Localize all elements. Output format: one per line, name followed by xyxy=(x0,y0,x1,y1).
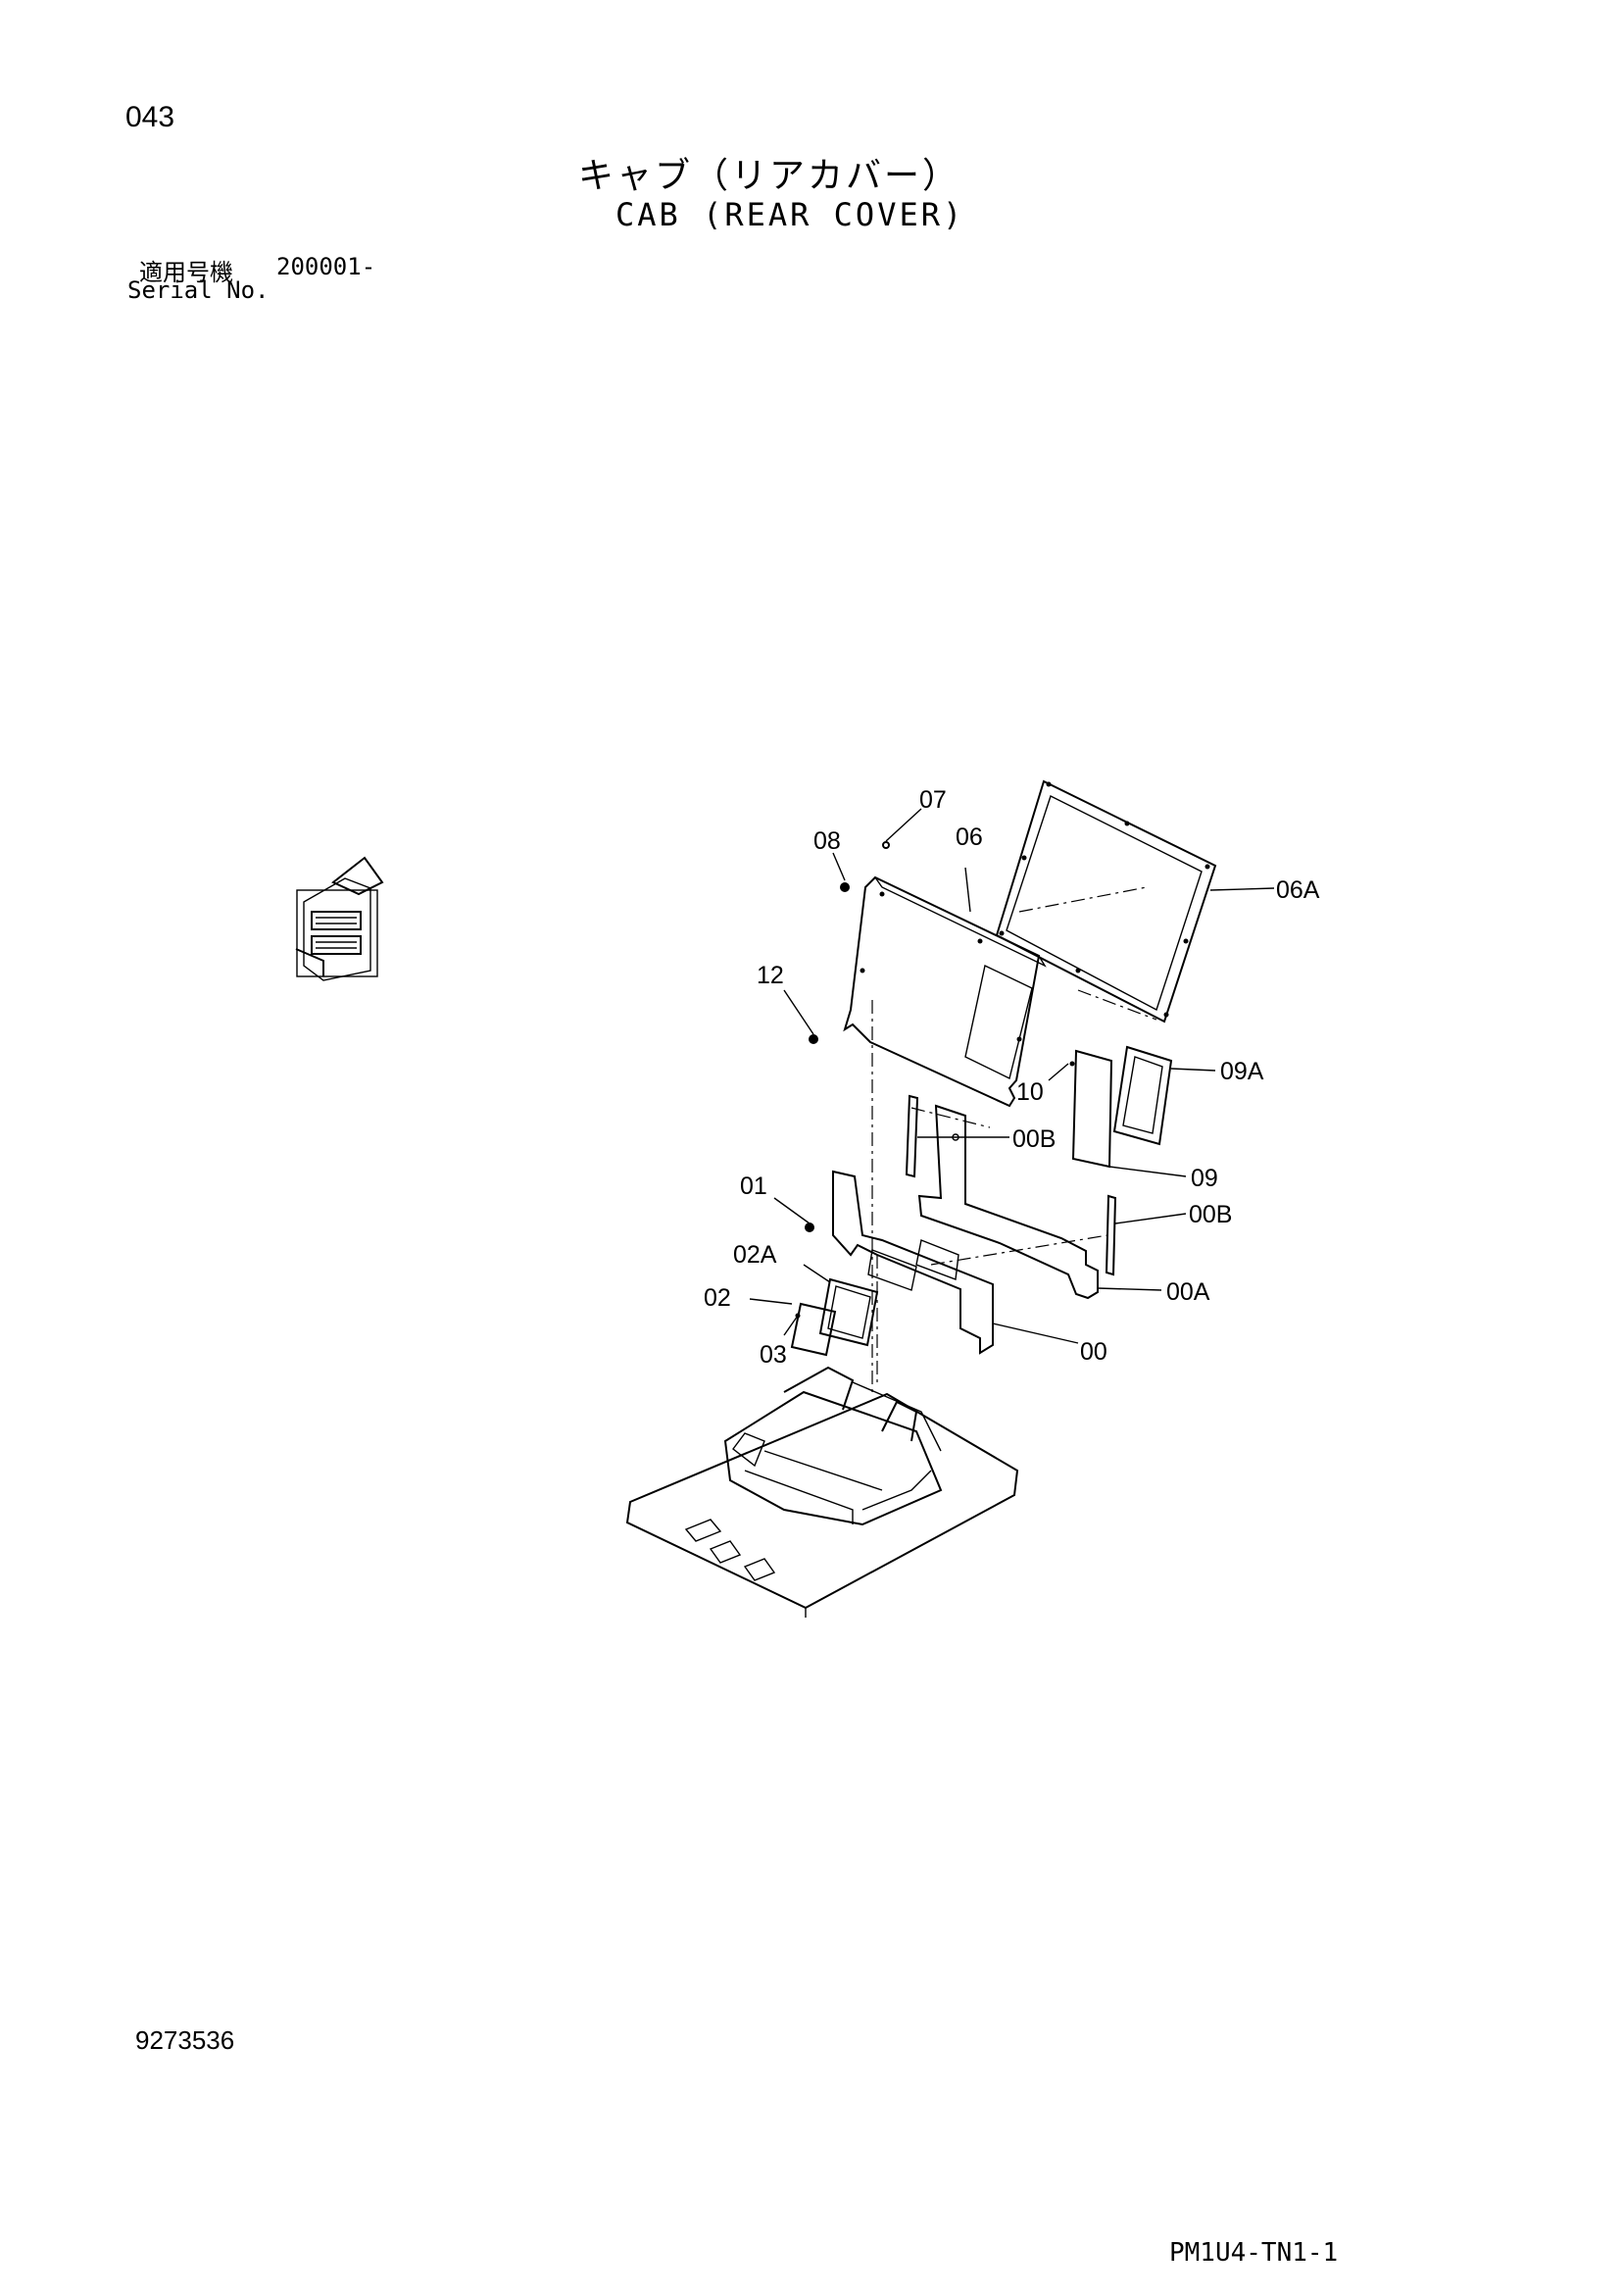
page-title-japanese: キャブ（リアカバー） xyxy=(578,156,961,196)
callout-00: 00 xyxy=(1080,1338,1107,1366)
callout-10: 10 xyxy=(1016,1078,1044,1106)
part-01-bolt xyxy=(805,1223,814,1232)
part-10-screw xyxy=(1069,1061,1075,1067)
serial-label-english: Serial No. xyxy=(127,276,270,304)
part-00-main-plate xyxy=(832,1170,994,1355)
callout-07: 07 xyxy=(919,786,947,814)
leader-lines xyxy=(749,808,1275,1344)
callout-00B-right: 00B xyxy=(1189,1201,1232,1228)
serial-number-value: 200001- xyxy=(276,253,376,280)
page-number: 043 xyxy=(125,101,175,133)
part-08-screw xyxy=(840,882,850,892)
document-number: 9273536 xyxy=(135,2025,235,2055)
part-09-plate xyxy=(1071,1049,1113,1169)
cab-floor-assembly xyxy=(625,1366,1019,1618)
callout-02: 02 xyxy=(704,1284,731,1312)
serial-label-japanese: 適用号機 xyxy=(139,259,233,286)
callout-09A: 09A xyxy=(1220,1058,1264,1085)
part-00B-strip-right xyxy=(1105,1194,1117,1276)
alignment-lines xyxy=(871,886,1157,1392)
callout-00A: 00A xyxy=(1166,1278,1210,1306)
part-00B-strip-left xyxy=(905,1094,919,1178)
callout-12: 12 xyxy=(757,962,784,989)
part-02A-gasket xyxy=(818,1277,879,1347)
page-code: PM1U4-TN1-1 xyxy=(1169,2238,1339,2268)
location-key-icon xyxy=(295,856,384,981)
callout-08: 08 xyxy=(813,827,841,855)
part-00A-bracket xyxy=(917,1104,1099,1300)
page-title-english: CAB (REAR COVER) xyxy=(615,196,965,233)
callout-01: 01 xyxy=(740,1173,767,1200)
part-02-plate xyxy=(790,1302,837,1357)
part-12-bolt xyxy=(809,1034,818,1044)
callout-06A: 06A xyxy=(1276,876,1320,904)
callout-02A: 02A xyxy=(733,1241,777,1269)
part-06A-frame-gasket xyxy=(995,779,1217,1023)
callout-06: 06 xyxy=(956,824,983,851)
callout-03: 03 xyxy=(760,1341,787,1369)
part-07-screw xyxy=(882,841,890,849)
callout-00B-top: 00B xyxy=(1012,1125,1056,1153)
callout-09: 09 xyxy=(1191,1165,1218,1192)
part-09A-gasket xyxy=(1112,1045,1173,1146)
part-06-rear-cover-panel xyxy=(843,875,1047,1108)
